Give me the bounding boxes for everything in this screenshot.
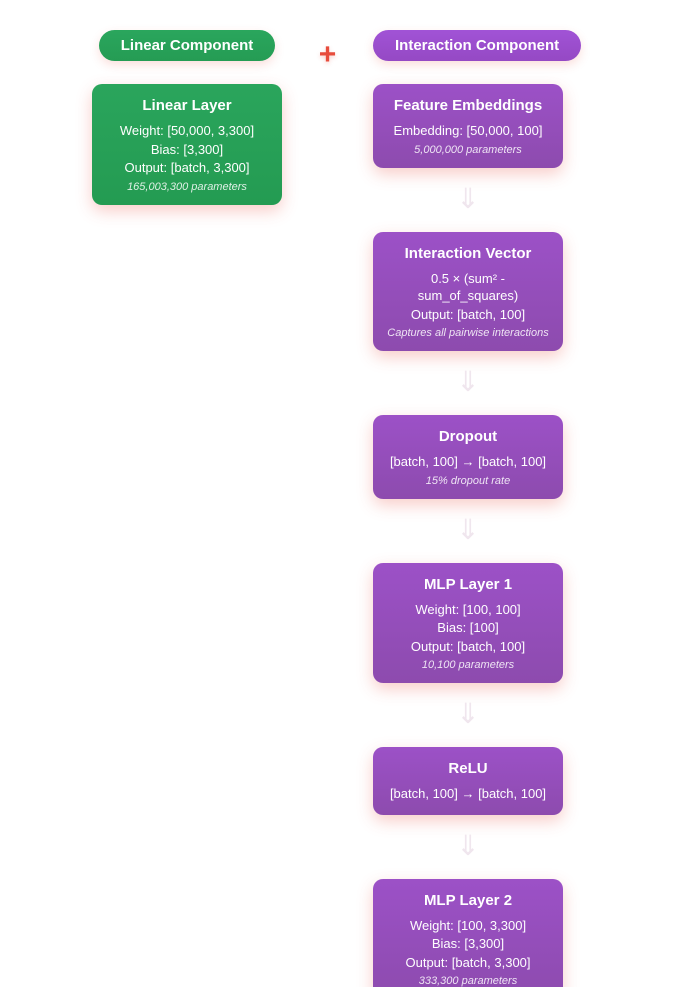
layer-box: Feature Embeddings Embedding: [50,000, 1… [373, 84, 563, 168]
layer-box: Interaction Vector 0.5 × (sum² - sum_of_… [373, 231, 563, 351]
layer-box-note: 165,003,300 parameters [127, 180, 247, 193]
layer-box-detail-line: Bias: [3,300] [150, 141, 224, 157]
layer-box: MLP Layer 1 Weight: [100, 100] Bias: [100… [373, 562, 563, 683]
arrow-down-icon: ⇓ [456, 182, 480, 214]
plus-separator-column: + [282, 30, 373, 987]
interaction-component-header: Interaction Component [373, 30, 582, 61]
layer-box-detail-line: Output: [batch, 3,300] [124, 160, 250, 175]
arrow-down-icon: ⇓ [456, 829, 480, 861]
layer-box-note: 333,300 parameters [418, 975, 518, 987]
layer-box-title: Interaction Vector [404, 244, 532, 262]
linear-component-header: Linear Component [98, 30, 276, 61]
layer-box-detail-line: 0.5 × (sum² - sum_of_squares) [417, 270, 519, 304]
layer-box-detail-line: [batch, 100] → [batch, 100] [389, 454, 547, 469]
layer-box-title: Feature Embeddings [393, 97, 543, 114]
interaction-component-boxes: Feature Embeddings Embedding: [50,000, 1… [373, 84, 563, 987]
layer-box-detail-line: Bias: [3,300] [431, 936, 505, 951]
layer-box-title: ReLU [448, 760, 488, 777]
layer-box-note: 5,000,000 parameters [414, 143, 522, 156]
linear-component-column: Linear Component Linear Layer Weight: [5… [92, 30, 282, 987]
arrow-down-icon: ⇓ [456, 698, 480, 729]
layer-box-detail-line: Output: [batch, 100] [410, 306, 526, 322]
layer-box-detail-line: Weight: [100, 100] [415, 601, 521, 617]
layer-box-detail-line: Bias: [100] [437, 620, 499, 635]
layer-box-title: MLP Layer 2 [423, 891, 513, 909]
layer-box-note: 15% dropout rate [425, 474, 511, 487]
layer-box-detail-line: Output: [batch, 3,300] [405, 954, 531, 970]
layer-box-detail-line: Embedding: [50,000, 100] [393, 123, 543, 138]
layer-box-detail-line: Weight: [100, 3,300] [409, 917, 527, 933]
layer-box-detail-line: Output: [batch, 100] [410, 638, 526, 654]
layer-box: ReLU [batch, 100] → [batch, 100] [373, 747, 563, 815]
layer-box-detail-line: [batch, 100] → [batch, 100] [389, 786, 547, 801]
layer-box-note: Captures all pairwise interactions [387, 327, 549, 339]
layer-box-title: MLP Layer 1 [423, 575, 513, 593]
layer-box: MLP Layer 2 Weight: [100, 3,300] Bias: [3… [373, 878, 563, 987]
layer-box-title: Linear Layer [142, 97, 232, 114]
plus-icon: + [318, 38, 337, 71]
layer-box-note: 10,100 parameters [421, 659, 515, 671]
layer-box-detail-line: Weight: [50,000, 3,300] [119, 123, 255, 138]
layer-box: Dropout [batch, 100] → [batch, 100] 15% d… [373, 415, 563, 499]
layer-box: Linear Layer Weight: [50,000, 3,300] Bias… [92, 84, 282, 205]
interaction-component-column: Interaction Component Feature Embeddings… [373, 30, 582, 987]
arrow-down-icon: ⇓ [456, 366, 480, 397]
linear-component-boxes: Linear Layer Weight: [50,000, 3,300] Bias… [92, 84, 282, 205]
layer-box-title: Dropout [438, 428, 498, 445]
arrow-down-icon: ⇓ [456, 513, 480, 545]
